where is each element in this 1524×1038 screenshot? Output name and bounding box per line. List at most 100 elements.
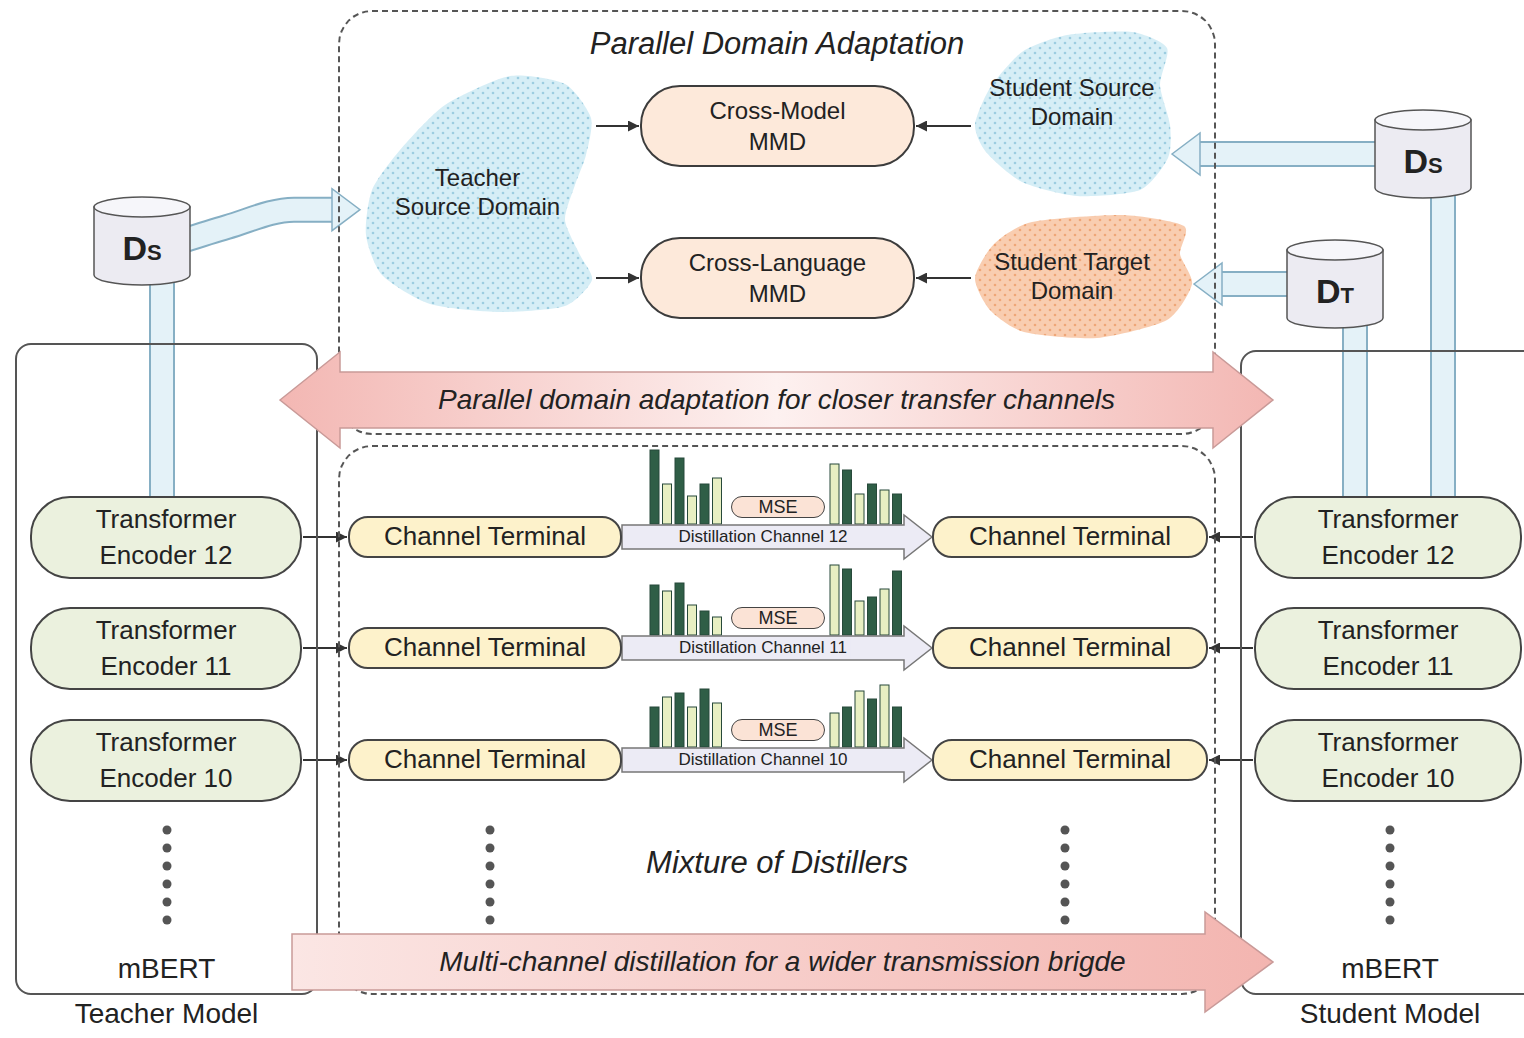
dataset-label: DT: [1316, 273, 1354, 310]
arrow-line: [596, 125, 639, 127]
ellipsis-dot: [1061, 844, 1070, 853]
terminal-label: Channel Terminal: [384, 632, 586, 663]
ellipsis-dot: [163, 898, 172, 907]
model-box: mBERTTeacher ModelTransformer Encoder 12…: [15, 343, 318, 995]
cylinder-top: [1287, 240, 1383, 260]
ellipsis-dot: [1061, 898, 1070, 907]
encoder-label: Transformer Encoder 11: [66, 612, 266, 685]
activation-bar: [843, 569, 852, 635]
ellipsis-dot: [163, 826, 172, 835]
model-label: mBERT: [17, 954, 316, 985]
mmd-label: Cross-Language MMD: [684, 247, 872, 309]
activation-bar: [675, 693, 684, 747]
region-title: Mixture of Distillers: [340, 845, 1214, 881]
activation-bar: [663, 697, 672, 747]
loss-label: MSE: [731, 607, 825, 629]
pipe-fill: [1344, 318, 1366, 500]
activation-bar: [880, 490, 889, 524]
connector: [162, 275, 163, 500]
terminal-label: Channel Terminal: [969, 521, 1171, 552]
pipe-outline: [149, 275, 175, 500]
dataset-cylinder: DS: [92, 195, 192, 287]
pipe-fill: [151, 275, 173, 500]
activation-bar: [893, 571, 902, 635]
pipe-arrow-head: [1194, 263, 1222, 305]
blob-fill: [366, 75, 592, 312]
domain-blob: Teacher Source Domain: [360, 70, 595, 315]
activation-bar: [700, 484, 709, 524]
banner-fill: [292, 912, 1273, 1012]
domain-label: Student Source Domain: [988, 74, 1156, 132]
activation-bar: [650, 707, 659, 747]
connector: [622, 626, 932, 670]
activation-bar: [675, 583, 684, 635]
activation-bar: [893, 707, 902, 747]
encoder-box: Transformer Encoder 10: [1254, 719, 1522, 802]
arrow-line: [303, 759, 347, 761]
activation-bars: [650, 450, 902, 747]
activation-bar: [650, 585, 659, 635]
activation-bar: [713, 478, 722, 524]
distillation-channel-arrow: [622, 738, 932, 782]
model-label: mBERT: [1242, 954, 1524, 985]
ellipsis-dot: [486, 862, 495, 871]
banner-arrow: Multi-channel distillation for a wider t…: [290, 910, 1275, 1014]
encoder-box: Transformer Encoder 11: [1254, 607, 1522, 690]
activation-bar: [855, 601, 864, 635]
connector: [1172, 133, 1383, 175]
encoder-label: Transformer Encoder 12: [66, 501, 266, 574]
activation-bar: [893, 494, 902, 524]
activation-bar: [830, 713, 839, 747]
encoder-box: Transformer Encoder 12: [1254, 496, 1522, 579]
ellipsis-dot: [1386, 898, 1395, 907]
connector: [622, 515, 932, 559]
activation-bar: [868, 484, 877, 524]
pipe-outline: [182, 210, 334, 241]
pipe-outline: [1220, 271, 1295, 297]
blob-fill: [975, 215, 1192, 338]
connector: [182, 189, 360, 241]
arrow-line: [916, 125, 971, 127]
connector: [1443, 188, 1444, 500]
activation-bar: [830, 464, 839, 524]
activation-bar: [663, 484, 672, 524]
pipe-arrow-head: [332, 189, 360, 231]
cylinder-body: [1375, 120, 1471, 198]
encoder-box: Transformer Encoder 10: [30, 719, 302, 802]
arrow-line: [596, 277, 639, 279]
connector: [622, 738, 932, 782]
domain-blob: Student Source Domain: [972, 30, 1172, 200]
blob-fill: [975, 31, 1171, 196]
channel-terminal: Channel Terminal: [932, 627, 1208, 669]
activation-bar: [688, 496, 697, 524]
ellipsis-dot: [1386, 826, 1395, 835]
distillation-channel-arrow: [622, 626, 932, 670]
channel-label: Distillation Channel 10: [675, 750, 850, 770]
ellipsis-dot: [1386, 862, 1395, 871]
channel-label: Distillation Channel 12: [675, 527, 850, 547]
pipe-outline: [1198, 141, 1383, 167]
banner-label: Parallel domain adaptation for closer tr…: [438, 383, 1115, 417]
activation-bar: [855, 494, 864, 524]
mmd-box: Cross-Language MMD: [640, 237, 915, 319]
activation-bar: [868, 699, 877, 747]
ellipsis-dot: [163, 862, 172, 871]
channel-label: Distillation Channel 11: [676, 638, 850, 658]
encoder-box: Transformer Encoder 11: [30, 607, 302, 690]
ellipsis-dot: [486, 826, 495, 835]
connector: [916, 278, 971, 279]
pipe-outline: [1342, 318, 1368, 500]
activation-bar: [855, 691, 864, 747]
pipe-fill: [182, 210, 334, 241]
arrow-line: [303, 647, 347, 649]
activation-bar: [880, 589, 889, 635]
activation-bar: [880, 685, 889, 747]
loss-label: MSE: [731, 496, 825, 518]
cylinder-body: [94, 207, 190, 285]
dashed-region: Mixture of DistillersChannel TerminalCha…: [338, 445, 1216, 995]
pipe-fill: [1220, 273, 1295, 295]
terminal-label: Channel Terminal: [969, 632, 1171, 663]
dataset-label: DS: [122, 230, 161, 267]
encoder-label: Transformer Encoder 10: [66, 724, 266, 797]
channel-terminal: Channel Terminal: [348, 516, 622, 558]
